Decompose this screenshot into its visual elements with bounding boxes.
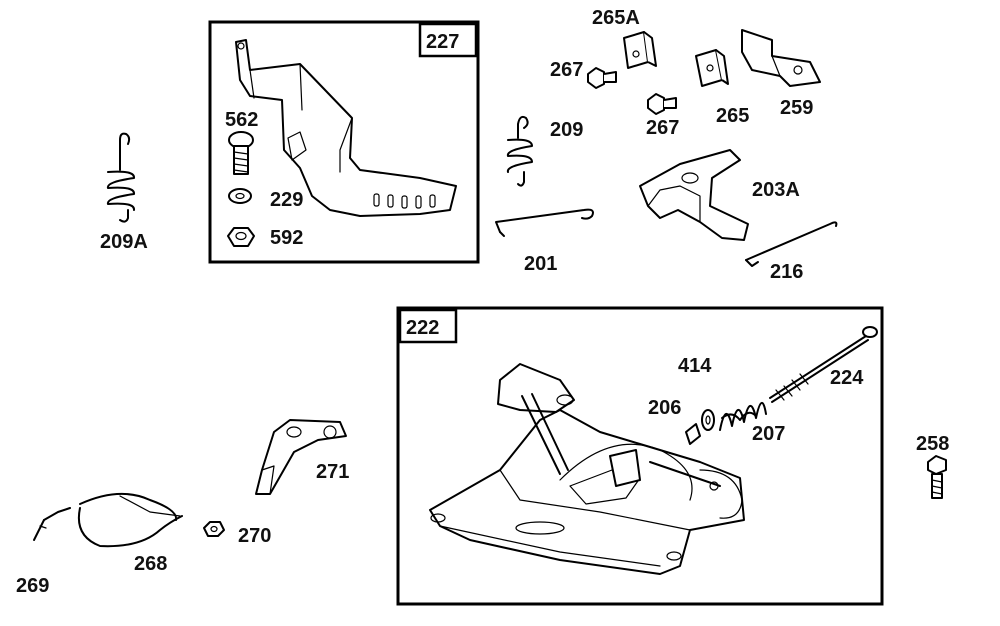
- washer-229-part: [228, 188, 252, 204]
- governor-lever-plate-part: [235, 39, 457, 217]
- label-216: 216: [770, 261, 803, 283]
- bolt-258-part: [927, 455, 947, 499]
- label-206: 206: [648, 397, 681, 419]
- label-265: 265: [716, 105, 749, 127]
- group-box-227: [208, 20, 480, 264]
- label-207: 207: [752, 423, 785, 445]
- label-271: 271: [316, 461, 349, 483]
- link-rod-201-part: [495, 208, 594, 237]
- label-267-upper: 267: [550, 59, 583, 81]
- spring-209A-part: [106, 132, 135, 223]
- control-lever-271-part: [255, 419, 347, 495]
- label-258: 258: [916, 433, 949, 455]
- clip-265-part: [695, 49, 729, 87]
- bracket-259-part: [741, 29, 821, 87]
- label-203A: 203A: [752, 179, 800, 201]
- label-209: 209: [550, 119, 583, 141]
- label-259: 259: [780, 97, 813, 119]
- spring-209-part: [506, 115, 533, 187]
- group-box-222: [396, 306, 884, 606]
- label-209A: 209A: [100, 231, 148, 253]
- label-269: 269: [16, 575, 49, 597]
- label-201: 201: [524, 253, 557, 275]
- label-592: 592: [270, 227, 303, 249]
- label-562: 562: [225, 109, 258, 131]
- screw-562-part: [228, 131, 254, 175]
- screw-224-part: [769, 326, 878, 403]
- label-267-lower: 267: [646, 117, 679, 139]
- washer-206-part: [685, 423, 701, 445]
- control-bracket-plate-part: [429, 363, 745, 575]
- link-rod-216-part: [745, 221, 838, 267]
- label-414: 414: [678, 355, 712, 377]
- label-227: 227: [426, 31, 459, 53]
- label-229: 229: [270, 189, 303, 211]
- group-tag-box-227: [418, 22, 478, 58]
- clip-265A-part: [623, 31, 657, 69]
- spring-207-part: [719, 402, 767, 431]
- washer-414-part: [701, 409, 715, 431]
- label-222: 222: [406, 317, 439, 339]
- nut-592-part: [227, 227, 255, 247]
- label-268: 268: [134, 553, 167, 575]
- group-tag-box-222: [398, 308, 458, 344]
- screw-267-lower-part: [647, 93, 677, 115]
- nut-270-part: [203, 521, 225, 537]
- screw-267-upper-part: [587, 67, 617, 89]
- cable-end-269-part: [33, 519, 47, 541]
- label-265A: 265A: [592, 7, 640, 29]
- label-270: 270: [238, 525, 271, 547]
- control-cable-268-part: [43, 492, 183, 548]
- lever-203A-part: [639, 149, 749, 241]
- label-224: 224: [830, 367, 864, 389]
